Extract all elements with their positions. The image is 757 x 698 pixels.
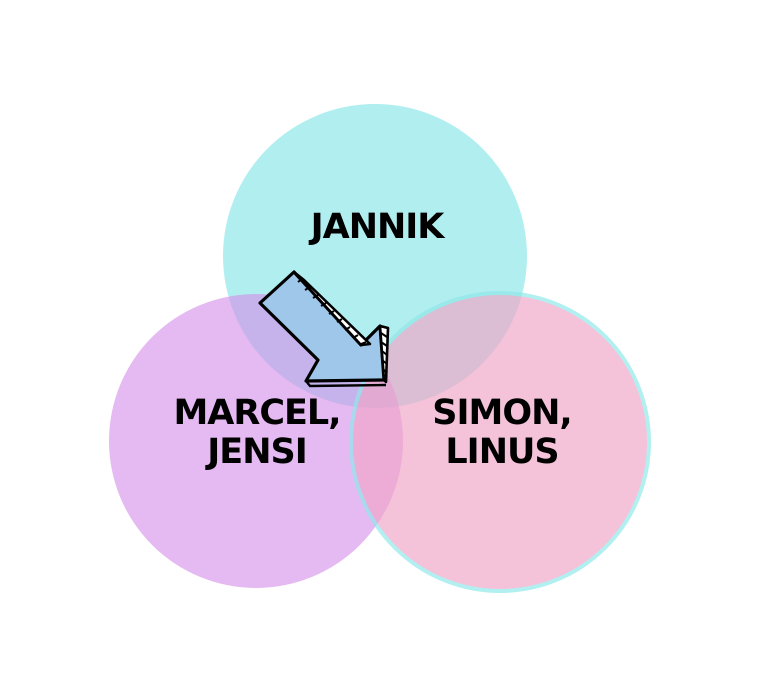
circle-right-label-line-1: SIMON, <box>432 393 571 433</box>
circle-left-label-line-1: MARCEL, <box>173 393 340 433</box>
circle-right <box>349 291 651 593</box>
circle-left-label-line-2: JENSI <box>205 432 306 472</box>
circle-top-label: JANNIK <box>309 207 447 247</box>
hand-drawn-arrow-icon <box>258 270 390 388</box>
circle-right-label-line-2: LINUS <box>445 432 558 472</box>
